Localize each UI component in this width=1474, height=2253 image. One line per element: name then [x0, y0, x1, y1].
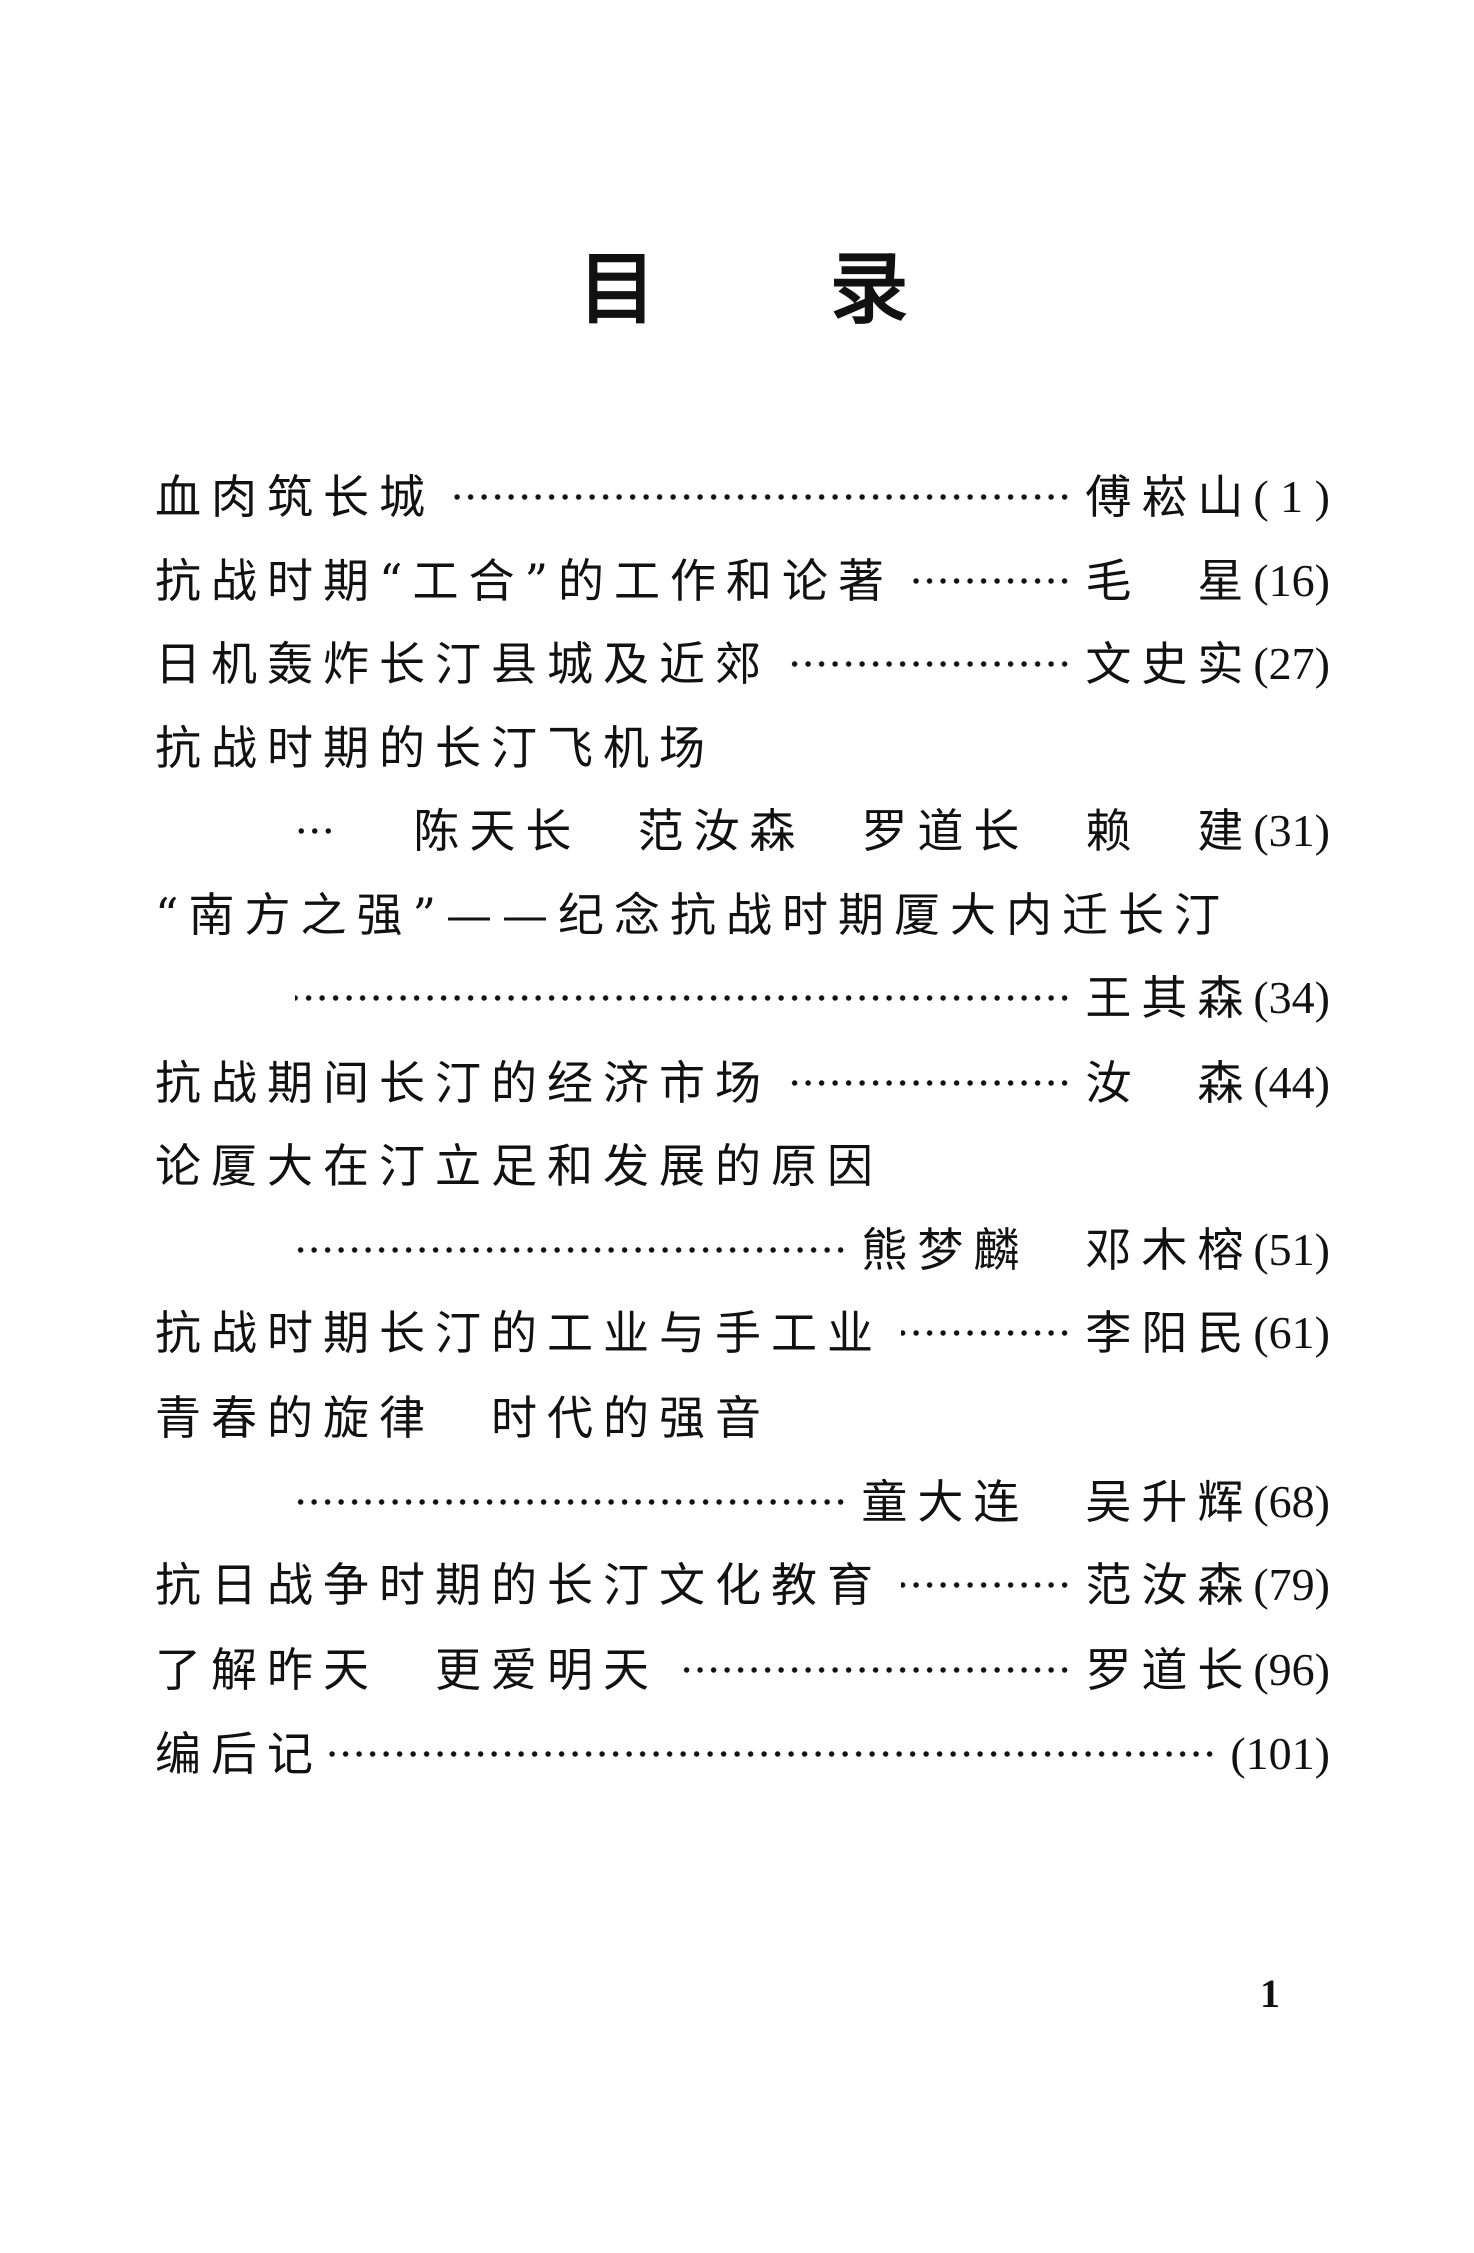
entry-author: 范汝森 — [1085, 1558, 1254, 1612]
entry-title: 抗日战争时期的长汀文化教育 — [155, 1558, 883, 1612]
dot-leader — [295, 1497, 848, 1507]
toc-entry[interactable]: “南方之强”——纪念抗战时期厦大内迁长汀 — [155, 880, 1330, 950]
entry-author: 李阳民 — [1085, 1306, 1254, 1360]
dot-leader — [677, 1665, 1072, 1675]
toc-entry[interactable]: 论厦大在汀立足和发展的原因 — [155, 1131, 1330, 1201]
entry-page: (34) — [1253, 972, 1330, 1023]
dot-leader — [453, 492, 1072, 502]
entry-title: 编后记 — [155, 1727, 323, 1781]
entry-page: (79) — [1253, 1559, 1330, 1610]
dot-leader — [789, 1078, 1072, 1088]
entry-title: 抗战期间长汀的经济市场 — [155, 1056, 771, 1110]
entry-page: (101) — [1230, 1728, 1330, 1779]
toc-entry[interactable]: 抗战期间长汀的经济市场 汝 森 (44) — [155, 1048, 1330, 1118]
toc-entry-continuation[interactable]: 王其森 (34) — [295, 963, 1330, 1033]
toc-heading-char-1: 目 — [578, 244, 657, 335]
dot-leader — [295, 993, 1072, 1003]
toc-entry[interactable]: 编后记 (101) — [155, 1719, 1330, 1789]
entry-page: (61) — [1253, 1307, 1330, 1358]
dot-leader — [789, 659, 1072, 669]
entry-page: (16) — [1253, 555, 1330, 606]
entry-page: (27) — [1253, 638, 1330, 689]
dot-leader — [295, 1245, 848, 1255]
entry-title: 了解昨天 更爱明天 — [155, 1643, 659, 1697]
entry-page: ( 1 ) — [1253, 471, 1330, 522]
entry-page: (44) — [1253, 1057, 1330, 1108]
entry-title: “南方之强”——纪念抗战时期厦大内迁长汀 — [155, 888, 1231, 942]
entry-title: 抗战时期的长汀飞机场 — [155, 721, 715, 775]
entry-author: 陈天长 范汝森 罗道长 赖 建 — [413, 804, 1254, 858]
entry-title: 抗战时期“工合”的工作和论著 — [155, 554, 895, 608]
toc-entry[interactable]: 血肉筑长城 傅崧山 ( 1 ) — [155, 462, 1330, 532]
entry-author: 汝 森 — [1085, 1056, 1254, 1110]
dot-leader — [901, 1580, 1072, 1590]
entry-author: 文史实 — [1085, 637, 1254, 691]
entry-page: (51) — [1253, 1224, 1330, 1275]
entry-title: 血肉筑长城 — [155, 470, 435, 524]
dot-leader — [323, 1749, 1217, 1759]
entry-title: 日机轰炸长汀县城及近郊 — [155, 637, 771, 691]
toc-entry[interactable]: 青春的旋律 时代的强音 — [155, 1383, 1330, 1453]
toc-entry[interactable]: 抗战时期的长汀飞机场 — [155, 713, 1330, 783]
entry-title: 青春的旋律 时代的强音 — [155, 1391, 771, 1445]
toc-entry-continuation[interactable]: 熊梦麟 邓木榕 (51) — [295, 1215, 1330, 1285]
toc-heading-char-2: 录 — [830, 244, 909, 335]
toc-entry[interactable]: 日机轰炸长汀县城及近郊 文史实 (27) — [155, 629, 1330, 699]
toc-entry[interactable]: 抗战时期长汀的工业与手工业 李阳民 (61) — [155, 1298, 1330, 1368]
entry-page: (68) — [1253, 1476, 1330, 1527]
entry-author: 王其森 — [1085, 971, 1254, 1025]
dot-leader — [295, 826, 335, 836]
entry-author: 罗道长 — [1085, 1643, 1254, 1697]
toc-entry-continuation[interactable]: 童大连 吴升辉 (68) — [295, 1467, 1330, 1537]
entry-author: 毛 星 — [1085, 554, 1254, 608]
entry-title: 论厦大在汀立足和发展的原因 — [155, 1139, 883, 1193]
entry-author: 熊梦麟 邓木榕 — [861, 1223, 1254, 1277]
page-number: 1 — [1260, 1971, 1280, 2016]
toc-entry[interactable]: 了解昨天 更爱明天 罗道长 (96) — [155, 1635, 1330, 1705]
entry-page: (31) — [1253, 805, 1330, 856]
entry-page: (96) — [1253, 1644, 1330, 1695]
toc-entry[interactable]: 抗日战争时期的长汀文化教育 范汝森 (79) — [155, 1550, 1330, 1620]
dot-leader — [901, 1328, 1072, 1338]
toc-heading: 目 录 — [0, 240, 1474, 340]
entry-author: 傅崧山 — [1085, 470, 1254, 524]
toc-entry-continuation[interactable]: 陈天长 范汝森 罗道长 赖 建 (31) — [295, 796, 1330, 866]
toc-entry[interactable]: 抗战时期“工合”的工作和论著 毛 星 (16) — [155, 546, 1330, 616]
dot-leader — [912, 576, 1072, 586]
entry-title: 抗战时期长汀的工业与手工业 — [155, 1306, 883, 1360]
entry-author: 童大连 吴升辉 — [861, 1475, 1254, 1529]
